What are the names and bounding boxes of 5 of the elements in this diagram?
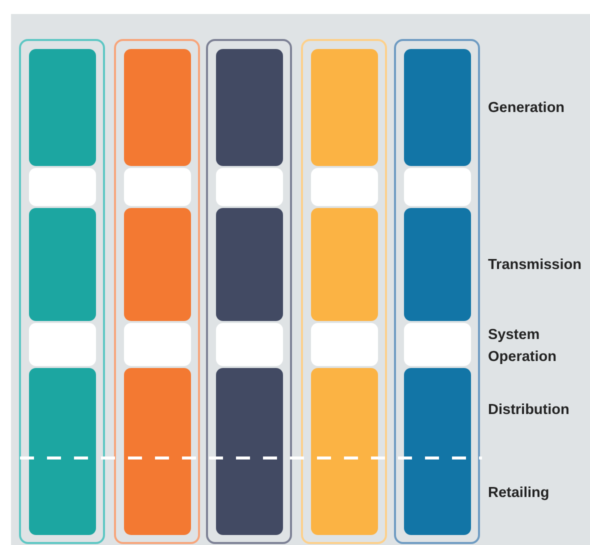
row-label: Retailing [488, 484, 550, 503]
row-label: Generation [488, 99, 566, 118]
row-label: Distribution [488, 401, 570, 420]
row-label: Transmission [488, 256, 582, 275]
row-label: System Operation [488, 326, 558, 367]
